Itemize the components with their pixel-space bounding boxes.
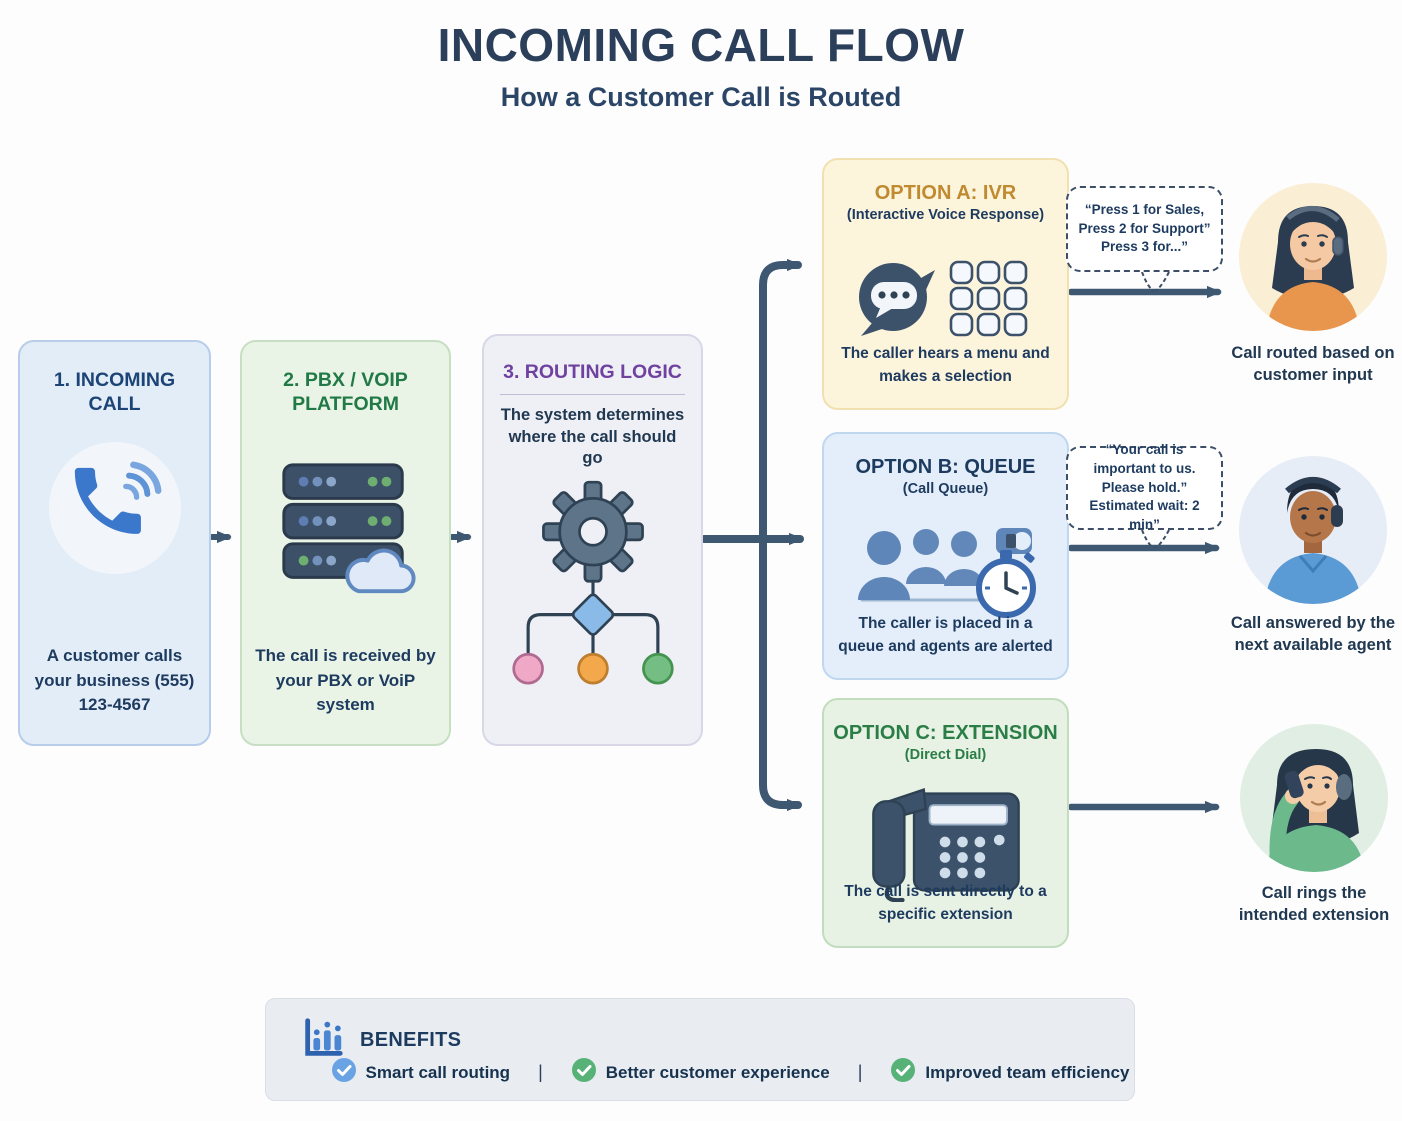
- page-subtitle: How a Customer Call is Routed: [500, 82, 902, 112]
- optionB-outcome: Call answered by the next available agen…: [1230, 614, 1396, 655]
- gear-decision-tree-icon: [493, 474, 693, 717]
- benefits-heading: BENEFITS: [360, 1029, 462, 1051]
- arrow-routing-to-optionA: [759, 258, 802, 543]
- benefits-separator: |: [538, 1062, 543, 1082]
- agent-avatar-queue: [1238, 455, 1388, 605]
- option-c-extension-card: OPTION C: EXTENSION (Direct Dial) The ca…: [822, 698, 1069, 948]
- optionA-subtitle: (Interactive Voice Response): [846, 207, 1045, 223]
- bubbleA-tail: [1141, 271, 1170, 292]
- step2-description: The call is received by your PBX or VoiP…: [255, 646, 436, 715]
- step-routing-logic-card: 3. ROUTING LOGIC The system determines w…: [482, 334, 703, 746]
- option-b-queue-card: OPTION B: QUEUE (Call Queue): [822, 432, 1069, 680]
- optionC-title: OPTION C: EXTENSION: [833, 722, 1058, 744]
- optionC-subtitle: (Direct Dial): [904, 747, 987, 763]
- page-title: INCOMING CALL FLOW: [437, 19, 965, 71]
- server-cloud-icon: [272, 460, 420, 605]
- optionA-description: The caller hears a menu and makes a sele…: [841, 345, 1050, 385]
- queue-speech-text: “Your call is important to us. Please ho…: [1089, 441, 1200, 533]
- check-circle-icon-green: [571, 1057, 597, 1088]
- ivr-speech-text: “Press 1 for Sales, Press 2 for Support”…: [1078, 201, 1211, 255]
- benefit-customer-experience: Better customer experience: [571, 1057, 830, 1088]
- benefits-bar: BENEFITS Smart call routing | Better cus…: [265, 998, 1135, 1101]
- bar-chart-icon: [300, 1015, 346, 1066]
- step-incoming-call-card: 1. INCOMING CALL A customer calls your b…: [18, 340, 211, 746]
- optionB-title: OPTION B: QUEUE: [855, 456, 1036, 478]
- optionC-description: The call is sent directly to a specific …: [844, 883, 1047, 923]
- optionA-outcome: Call routed based on customer input: [1231, 344, 1395, 385]
- chat-bubble-keypad-icon: [824, 252, 1067, 342]
- queue-speech-bubble: “Your call is important to us. Please ho…: [1066, 442, 1223, 532]
- optionB-description: The caller is placed in a queue and agen…: [838, 615, 1053, 655]
- benefit-smart-routing: Smart call routing: [331, 1057, 510, 1088]
- option-a-ivr-card: OPTION A: IVR (Interactive Voice Respons…: [822, 158, 1069, 410]
- phone-ringing-icon: [48, 442, 181, 574]
- step3-description: The system determines where the call sho…: [500, 406, 685, 468]
- queue-people-stopwatch-icon: [824, 520, 1067, 624]
- optionB-subtitle: (Call Queue): [902, 481, 989, 497]
- step2-heading: 2. PBX / VOIP PLATFORM: [283, 369, 408, 416]
- optionC-outcome: Call rings the intended extension: [1238, 884, 1390, 925]
- agent-avatar-extension: [1239, 723, 1389, 873]
- step3-heading: 3. ROUTING LOGIC: [500, 360, 685, 396]
- check-circle-icon-blue: [331, 1057, 357, 1088]
- desk-phone-icon: [824, 780, 1067, 902]
- check-circle-icon-green: [890, 1057, 916, 1088]
- step-pbx-voip-card: 2. PBX / VOIP PLATFORM The call is rece: [240, 340, 451, 746]
- optionA-title: OPTION A: IVR: [874, 182, 1017, 204]
- ivr-speech-bubble: “Press 1 for Sales, Press 2 for Support”…: [1066, 186, 1223, 272]
- step1-description: A customer calls your business (555) 123…: [34, 646, 195, 715]
- arrow-routing-to-optionC: [759, 535, 802, 812]
- step1-heading: 1. INCOMING CALL: [53, 369, 176, 416]
- benefits-separator: |: [857, 1062, 863, 1082]
- benefit-team-efficiency: Improved team efficiency: [890, 1057, 1129, 1088]
- agent-avatar-ivr: [1238, 182, 1388, 332]
